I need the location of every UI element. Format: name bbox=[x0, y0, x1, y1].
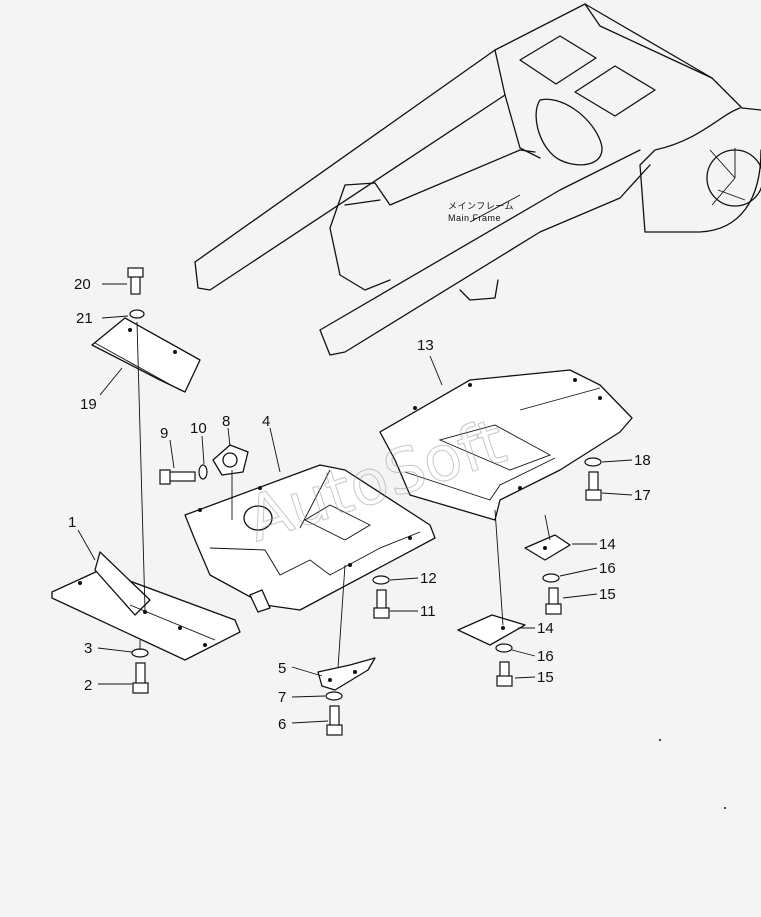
plate-14-lower bbox=[457, 614, 526, 646]
callout-15-upper: 15 bbox=[599, 586, 616, 603]
bolt-head-11 bbox=[373, 607, 390, 619]
callout-1: 1 bbox=[68, 514, 76, 531]
callout-11: 11 bbox=[420, 603, 436, 620]
guard-plate-19 bbox=[91, 267, 201, 393]
cover-8-bolt-9-washer-10 bbox=[159, 444, 249, 485]
under-guard-13 bbox=[379, 369, 633, 521]
callout-3: 3 bbox=[84, 640, 92, 657]
callout-labels: 20 21 19 9 10 8 4 1 3 2 5 7 6 12 11 13 1… bbox=[68, 276, 651, 733]
callout-21: 21 bbox=[76, 310, 93, 327]
callout-15-lower: 15 bbox=[537, 669, 554, 686]
washer-10 bbox=[198, 464, 208, 480]
washer-16-upper bbox=[542, 573, 560, 583]
callout-16-upper: 16 bbox=[599, 560, 616, 577]
bolt-head-20 bbox=[127, 267, 144, 278]
callout-7: 7 bbox=[278, 689, 286, 706]
callout-14-lower: 14 bbox=[537, 620, 554, 637]
under-guard-4 bbox=[184, 464, 436, 613]
callout-16-lower: 16 bbox=[537, 648, 554, 665]
base-plate-1 bbox=[51, 551, 241, 694]
bolt-head-6 bbox=[326, 724, 343, 736]
callout-10: 10 bbox=[190, 420, 207, 437]
bracket-5 bbox=[317, 657, 376, 691]
callout-14-upper: 14 bbox=[599, 536, 616, 553]
main-frame: メインフレーム Main Frame bbox=[194, 3, 761, 356]
bolt-head-15-upper bbox=[545, 603, 562, 615]
washer-3 bbox=[131, 648, 149, 658]
bolt-head-2 bbox=[132, 682, 149, 694]
plate-14-upper bbox=[524, 534, 571, 561]
bolt-11-washer-12 bbox=[372, 575, 390, 619]
callout-13: 13 bbox=[417, 337, 434, 354]
plate-14-upper-set bbox=[524, 534, 571, 615]
callout-19: 19 bbox=[80, 396, 97, 413]
bolt-17-washer-18 bbox=[584, 457, 602, 501]
bolt-head-17 bbox=[585, 489, 602, 501]
callout-20: 20 bbox=[74, 276, 91, 293]
frame-label-jp: メインフレーム bbox=[448, 201, 514, 211]
bracket-5-bolt-6-washer-7 bbox=[317, 657, 376, 736]
callout-8: 8 bbox=[222, 413, 230, 430]
callout-9: 9 bbox=[160, 425, 168, 442]
washer-18 bbox=[584, 457, 602, 467]
washer-7 bbox=[325, 691, 343, 701]
washer-12 bbox=[372, 575, 390, 585]
plate-14-lower-set bbox=[457, 614, 526, 687]
bolt-head-9 bbox=[159, 469, 171, 485]
callout-4: 4 bbox=[262, 413, 270, 430]
washer-16-lower bbox=[495, 643, 513, 653]
frame-label-en: Main Frame bbox=[448, 213, 501, 223]
callout-6: 6 bbox=[278, 716, 286, 733]
callout-17: 17 bbox=[634, 487, 651, 504]
callout-2: 2 bbox=[84, 677, 92, 694]
assembly-lines bbox=[136, 321, 551, 669]
callout-12: 12 bbox=[420, 570, 437, 587]
callout-18: 18 bbox=[634, 452, 651, 469]
cover-8 bbox=[212, 444, 249, 476]
callout-5: 5 bbox=[278, 660, 286, 677]
leader-lines bbox=[77, 283, 633, 724]
bolt-head-15-lower bbox=[496, 675, 513, 687]
washer-21 bbox=[129, 309, 145, 319]
